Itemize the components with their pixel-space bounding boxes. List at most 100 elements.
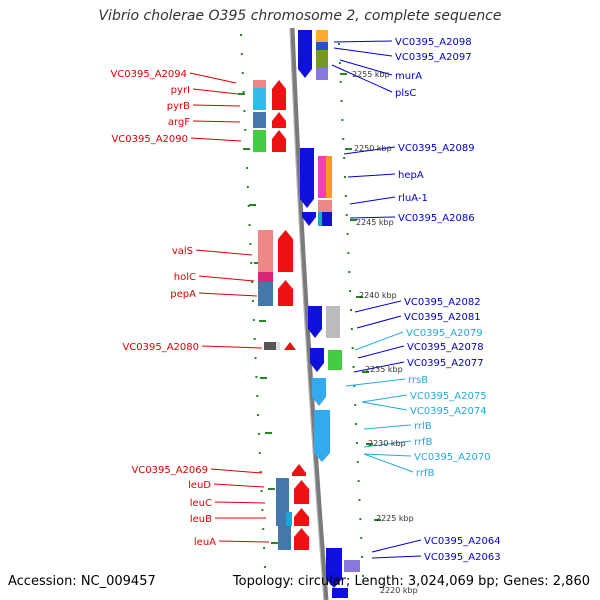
left-leader-line	[201, 345, 263, 349]
down-arrow-feature	[302, 212, 316, 226]
gene-block	[322, 212, 332, 226]
down-arrow-feature	[300, 148, 314, 208]
left-major-tick	[254, 262, 261, 264]
left-tick-mark	[262, 528, 265, 530]
gene-block	[253, 112, 266, 128]
right-gene-label: rluA-1	[398, 193, 428, 204]
gene-block	[316, 50, 328, 68]
right-gene-label: VC0395_A2075	[410, 391, 487, 402]
gene-block	[318, 212, 322, 226]
right-gene-label: murA	[395, 71, 422, 82]
left-gene-label: leuA	[194, 537, 216, 548]
left-tick-mark	[243, 110, 246, 112]
left-gene-label: holC	[174, 272, 196, 283]
right-tick-mark	[346, 233, 349, 235]
right-leader-line	[345, 378, 406, 387]
up-arrow-feature	[272, 112, 286, 128]
right-gene-label: hepA	[398, 170, 424, 181]
right-gene-label: rrsB	[408, 375, 428, 386]
right-leader-line	[354, 300, 402, 313]
gene-block	[258, 272, 273, 282]
gene-block	[264, 342, 276, 350]
right-tick-mark	[349, 290, 352, 292]
left-tick-mark	[263, 547, 266, 549]
left-tick-mark	[245, 167, 248, 169]
left-leader-line	[198, 292, 258, 297]
right-tick-mark	[353, 385, 356, 387]
right-tick-mark	[355, 423, 358, 425]
right-major-tick	[356, 296, 363, 298]
up-arrow-feature	[292, 464, 306, 476]
right-leader-line	[363, 424, 412, 430]
right-tick-mark	[360, 537, 363, 539]
right-gene-label: VC0395_A2077	[407, 358, 484, 369]
right-tick-mark	[343, 157, 346, 159]
right-gene-label: VC0395_A2098	[395, 37, 472, 48]
kbp-label: 2245 kbp	[356, 218, 394, 227]
right-leader-line	[347, 173, 396, 178]
left-tick-mark	[242, 91, 245, 93]
right-tick-mark	[361, 575, 364, 577]
right-gene-label: rrlB	[414, 421, 432, 432]
left-tick-mark	[255, 376, 258, 378]
right-leader-line	[361, 401, 408, 411]
down-arrow-feature	[310, 348, 324, 372]
left-tick-mark	[244, 129, 247, 131]
left-gene-label: pepA	[170, 289, 196, 300]
right-tick-mark	[352, 366, 355, 368]
accession-text: Accession: NC_009457	[8, 574, 156, 589]
up-arrow-feature	[272, 80, 286, 110]
right-major-tick	[374, 519, 381, 521]
right-leader-line	[349, 196, 396, 205]
left-major-tick	[265, 432, 272, 434]
gene-block	[253, 80, 266, 88]
left-leader-line	[192, 104, 241, 107]
left-tick-mark	[263, 566, 266, 568]
left-tick-mark	[240, 53, 243, 55]
right-tick-mark	[349, 309, 352, 311]
up-arrow-feature	[284, 342, 296, 350]
gene-block	[316, 30, 328, 42]
gene-block	[253, 88, 266, 110]
right-leader-line	[356, 315, 402, 329]
kbp-label: 2225 kbp	[376, 514, 414, 523]
left-major-tick	[268, 488, 275, 490]
left-gene-label: leuC	[190, 498, 212, 509]
left-gene-label: VC0395_A2069	[131, 465, 208, 476]
right-leader-line	[331, 64, 393, 93]
gene-block	[276, 478, 289, 508]
left-gene-label: leuB	[190, 514, 212, 525]
left-leader-line	[198, 275, 255, 282]
left-leader-line	[189, 72, 237, 84]
left-gene-label: VC0395_A2080	[122, 342, 199, 353]
left-leader-line	[213, 483, 265, 488]
right-leader-line	[371, 539, 422, 553]
left-major-tick	[271, 542, 278, 544]
right-tick-mark	[356, 461, 359, 463]
down-arrow-feature	[312, 378, 326, 406]
map-title: Vibrio cholerae O395 chromosome 2, compl…	[98, 8, 502, 24]
down-arrow-feature	[308, 306, 322, 338]
kbp-label: 2255 kbp	[352, 70, 390, 79]
left-tick-mark	[251, 300, 254, 302]
gene-block	[326, 156, 332, 198]
right-leader-line	[354, 331, 404, 351]
up-arrow-feature	[294, 480, 309, 504]
right-gene-label: VC0395_A2063	[424, 552, 501, 563]
right-leader-line	[333, 40, 393, 43]
left-tick-mark	[261, 509, 264, 511]
right-tick-mark	[340, 100, 343, 102]
right-major-tick	[350, 219, 357, 221]
right-gene-label: VC0395_A2079	[406, 328, 483, 339]
left-tick-mark	[240, 34, 242, 36]
right-leader-line	[343, 146, 396, 155]
gene-block	[258, 230, 273, 272]
gene-block	[328, 350, 342, 370]
gene-block	[258, 282, 273, 306]
gene-block	[332, 588, 348, 598]
left-gene-label: valS	[172, 246, 193, 257]
down-arrow-feature	[298, 30, 312, 78]
left-leader-line	[214, 501, 266, 504]
left-major-tick	[259, 320, 266, 322]
